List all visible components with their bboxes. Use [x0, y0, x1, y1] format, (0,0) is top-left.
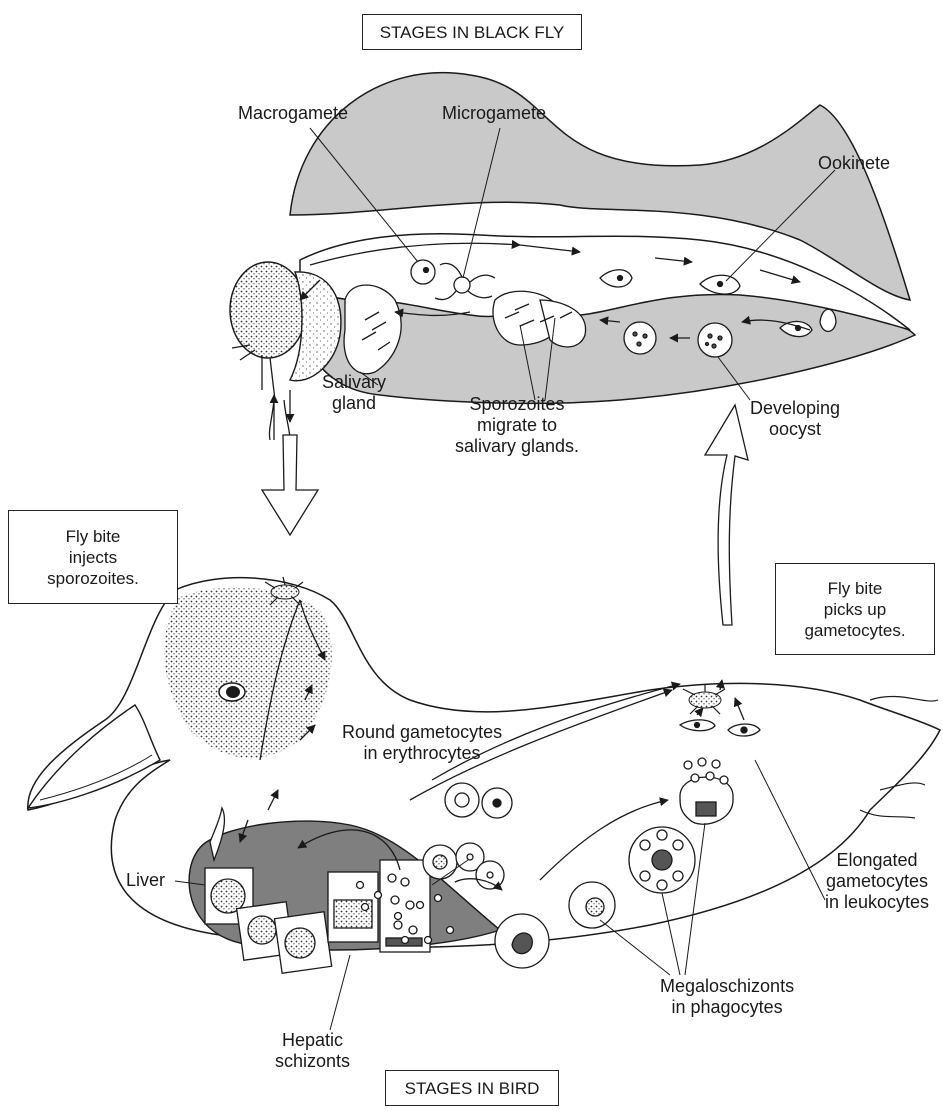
label-hepatic-schizonts: Hepatic schizonts	[275, 1030, 350, 1072]
fly-head	[230, 262, 306, 358]
label-round-gametocytes: Round gametocytes in erythrocytes	[342, 722, 502, 764]
label-sporozoites-migrate: Sporozoites migrate to salivary glands.	[455, 394, 579, 457]
oocyst	[624, 322, 656, 354]
erythrocyte-cell	[476, 861, 504, 889]
label-liver: Liver	[126, 870, 165, 891]
erythrocyte-cell	[423, 845, 457, 879]
erythrocyte-cell	[482, 788, 512, 818]
phagocyte-cell	[569, 882, 615, 928]
label-developing-oocyst: Developing oocyst	[750, 398, 840, 440]
oocyst	[698, 323, 732, 357]
phagocyte-cell	[495, 914, 549, 968]
megaloschizont-cell	[629, 827, 695, 893]
label-salivary-gland: Salivary gland	[322, 372, 386, 414]
label-microgamete: Microgamete	[442, 103, 546, 124]
label-megaloschizonts: Megaloschizonts in phagocytes	[660, 976, 794, 1018]
label-ookinete: Ookinete	[818, 153, 890, 174]
bird-stages-title: STAGES IN BIRD	[385, 1070, 559, 1106]
label-elongated-gametocytes: Elongated gametocytes in leukocytes	[825, 850, 929, 913]
fly-bite-injects-box: Fly bite injects sporozoites.	[8, 510, 178, 604]
fly-bite-picks-box: Fly bite picks up gametocytes.	[775, 563, 935, 655]
label-macrogamete: Macrogamete	[238, 103, 348, 124]
down-cycle-arrow	[262, 435, 318, 535]
erythrocyte-cell	[445, 783, 479, 817]
macrogamete-cell	[411, 260, 435, 284]
up-cycle-arrow	[705, 405, 748, 625]
fly-stages-title: STAGES IN BLACK FLY	[362, 14, 582, 50]
